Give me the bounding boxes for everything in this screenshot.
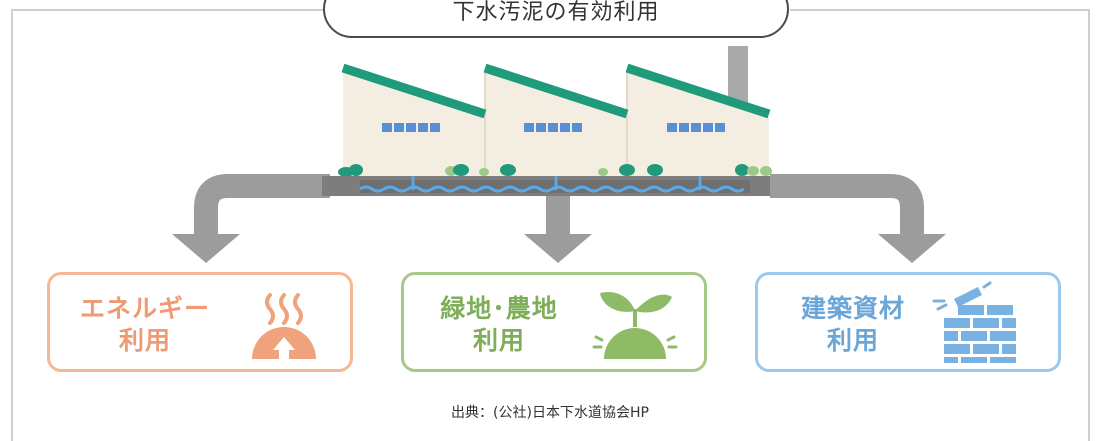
source-credit: 出典：(公社)日本下水道協会HP (451, 405, 649, 421)
card-label: 建築資材 利用 (758, 293, 948, 357)
pipe-network (194, 174, 924, 236)
pipe-right (770, 174, 924, 236)
factory-shrubs (338, 164, 772, 177)
card-green-farm-use: 緑地･農地 利用 (401, 272, 707, 372)
factory-roof-3 (625, 63, 771, 119)
card-label-line1: 緑地･農地 (440, 294, 558, 323)
factory-roof-2 (483, 63, 629, 119)
bricks-icon (932, 281, 1016, 363)
title-banner: 下水汚泥の有効利用 (323, 0, 789, 38)
water-tank (322, 176, 770, 196)
pipe-left (194, 174, 330, 236)
card-label-line1: 建築資材 (800, 294, 905, 323)
sprout-icon (592, 291, 678, 359)
arrow-down-icon (878, 234, 946, 263)
outer-frame (11, 9, 1090, 441)
factory-chimney (728, 46, 748, 108)
card-label: エネルギー 利用 (50, 293, 240, 357)
arrow-down-icon (172, 234, 240, 263)
card-label-line2: 利用 (826, 326, 879, 355)
factory (338, 63, 772, 182)
factory-windows (382, 123, 725, 132)
card-energy-use: エネルギー 利用 (47, 272, 353, 372)
card-label-line2: 利用 (472, 326, 525, 355)
heat-waves-icon (252, 293, 316, 359)
card-label: 緑地･農地 利用 (404, 293, 594, 357)
page-title: 下水汚泥の有効利用 (452, 0, 660, 25)
factory-roof-1 (341, 63, 487, 119)
card-label-line2: 利用 (118, 326, 171, 355)
arrow-down-icon (524, 234, 592, 263)
card-label-line1: エネルギー (79, 294, 210, 323)
card-building-material-use: 建築資材 利用 (755, 272, 1061, 372)
